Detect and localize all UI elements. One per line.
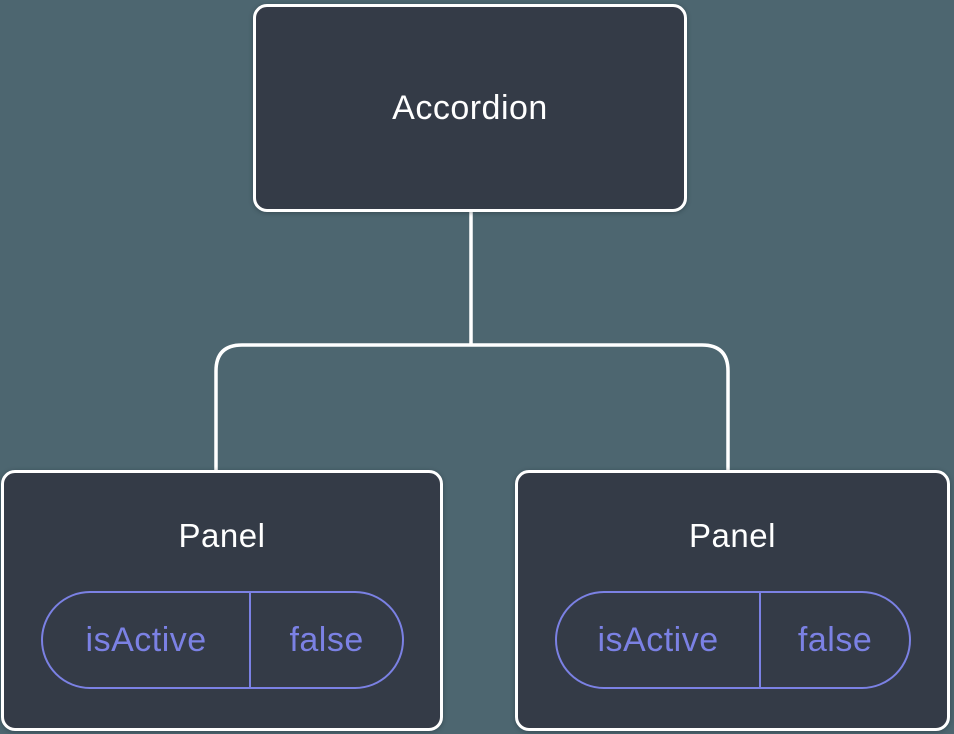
node-panel-left[interactable]: Panel isActive false [1, 470, 443, 731]
prop-name: isActive [43, 593, 252, 687]
props-pill: isActive false [555, 591, 911, 689]
props-pill: isActive false [41, 591, 404, 689]
prop-value: false [797, 620, 873, 659]
edge-branch [214, 343, 730, 471]
prop-value: false [289, 620, 364, 659]
node-panel-right[interactable]: Panel isActive false [515, 470, 950, 731]
node-panel-label: Panel [689, 517, 776, 554]
prop-name: isActive [557, 593, 762, 687]
node-accordion-label: Accordion [392, 88, 548, 127]
node-panel-label: Panel [178, 517, 266, 554]
node-accordion[interactable]: Accordion [253, 4, 687, 212]
